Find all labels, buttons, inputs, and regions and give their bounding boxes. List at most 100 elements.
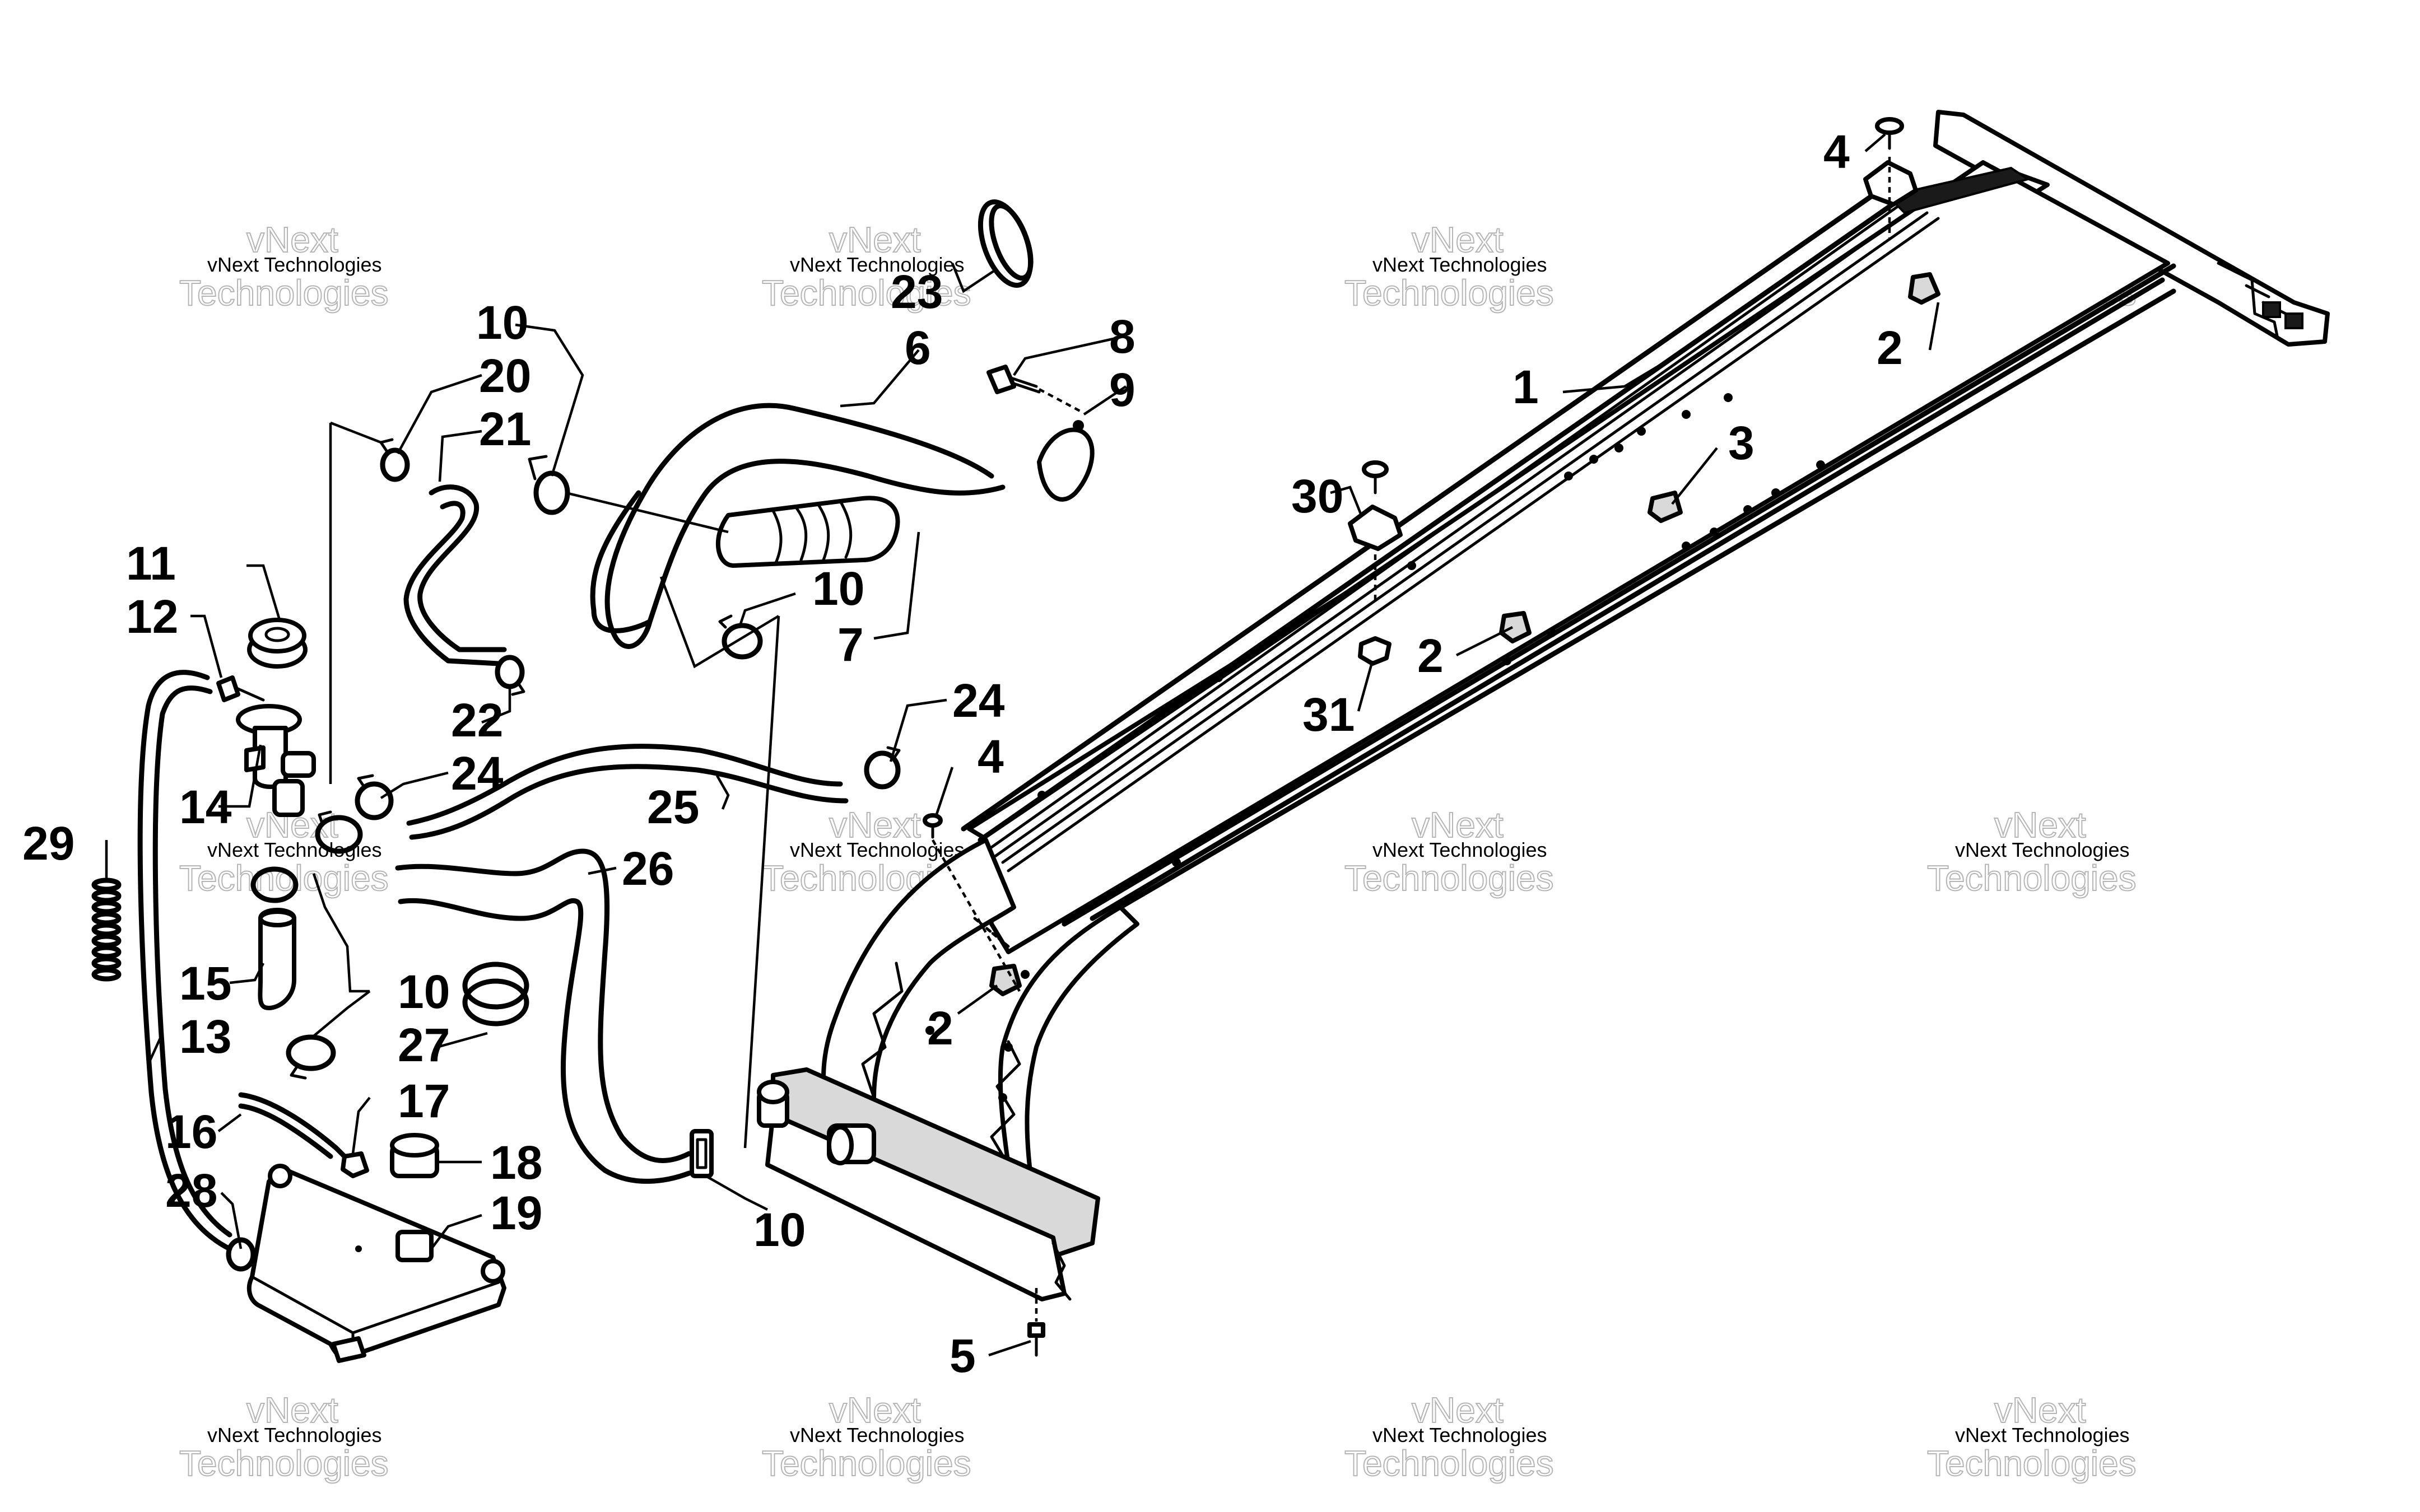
callout-label: 2	[1417, 629, 1444, 682]
callout-label: 14	[179, 781, 232, 833]
watermark-big-bottom: Technologies	[762, 1443, 971, 1483]
callout-label: 27	[398, 1019, 450, 1071]
hose-clamp-23	[978, 199, 1034, 288]
callout-label: 10	[398, 965, 450, 1018]
watermark-7: vNext Technologies vNext Technologies	[1344, 804, 1555, 899]
callout-label: 31	[1302, 688, 1355, 741]
rail-top-edge	[961, 182, 1891, 832]
hose-13-inner	[152, 685, 232, 1238]
reservoir-mount	[481, 1259, 505, 1284]
watermark-big-top: vNext	[829, 220, 921, 260]
callout-label: 9	[1109, 363, 1135, 416]
callout-label: 25	[647, 781, 699, 833]
rail-lower-edge-2	[1090, 277, 2165, 921]
callout-label: 29	[22, 817, 75, 870]
callout-label: 11	[126, 537, 176, 590]
outlet-nipple	[757, 1080, 789, 1128]
fitting-17	[341, 1151, 369, 1178]
filler-neck-14	[236, 704, 316, 817]
callout-label: 22	[451, 694, 503, 746]
hose-15-end	[258, 909, 296, 927]
watermark-line: vNext Technologies	[1372, 1424, 1547, 1446]
callout-label: 3	[1728, 417, 1755, 469]
reservoir-19	[246, 1165, 506, 1360]
watermark-big-bottom: Technologies	[1927, 858, 2137, 898]
cap-18	[390, 1133, 439, 1178]
watermark-line: vNext Technologies	[1955, 838, 2130, 861]
watermark-big-top: vNext	[246, 220, 338, 260]
watermark-big-bottom: Technologies	[1927, 1443, 2137, 1483]
callout-label: 12	[126, 590, 178, 643]
cap-11	[247, 618, 308, 669]
clip-2-top	[1908, 272, 1940, 305]
callout-label: 30	[1291, 470, 1343, 522]
watermark-big-bottom: Technologies	[1344, 273, 1554, 313]
hose-16	[238, 1092, 350, 1162]
watermark-line: vNext Technologies	[1372, 253, 1547, 276]
callout-label: 7	[837, 618, 864, 671]
watermark-8: vNext Technologies vNext Technologies	[1926, 804, 2137, 899]
callout-label: 21	[479, 403, 531, 455]
callout-label: 2	[1877, 321, 1903, 374]
clip-2-mid	[1499, 611, 1532, 643]
watermark-big-bottom: Technologies	[179, 273, 389, 313]
callout-label: 8	[1109, 310, 1135, 363]
callout-label: 18	[490, 1136, 542, 1189]
rail-front-plate-teeth	[1051, 1242, 1072, 1301]
rail-top-edge-2	[978, 193, 1907, 843]
bracket-9	[1037, 420, 1095, 502]
callout-label: 24	[952, 674, 1005, 727]
watermark-big-top: vNext	[1412, 805, 1504, 845]
callout-label: 15	[179, 957, 231, 1010]
watermark-line: vNext Technologies	[207, 253, 382, 276]
hose-26	[395, 848, 692, 1163]
watermark-big-top: vNext	[1994, 805, 2086, 845]
callout-label: 10	[476, 296, 528, 349]
rail-bottom-edge	[1118, 288, 2176, 910]
screw-5	[1027, 1288, 1045, 1357]
clamp-27	[462, 962, 529, 1026]
callout-label: 26	[622, 842, 674, 895]
spring-29	[91, 878, 122, 982]
clamp-10-low	[250, 866, 299, 903]
rail-holes	[925, 393, 1825, 1102]
clamp-24-right	[864, 746, 901, 790]
clip-2-front	[989, 964, 1022, 996]
callout-label: 24	[451, 747, 504, 800]
nipple-12	[216, 675, 265, 702]
hose-21-inner	[403, 501, 501, 666]
clamp-10-right	[690, 1129, 714, 1178]
watermark-big-top: vNext	[829, 1390, 921, 1430]
sleeve-7	[715, 496, 900, 568]
lower-hoses	[395, 744, 901, 1184]
hose-26-inner	[398, 898, 692, 1184]
callout-label: 19	[490, 1187, 542, 1239]
hose-6	[604, 403, 1006, 649]
watermark-big-bottom: Technologies	[1344, 1443, 1554, 1483]
screw-30	[1348, 460, 1403, 605]
watermark-big-top: vNext	[246, 1390, 338, 1430]
watermark-9: vNext Technologies vNext Technologies	[179, 1389, 389, 1484]
clamp-10-bottom	[286, 1034, 336, 1080]
callout-label: 2	[927, 1002, 953, 1054]
watermark-line: vNext Technologies	[1372, 838, 1547, 861]
watermark-5: vNext Technologies vNext Technologies	[179, 804, 389, 899]
rail-end-slot	[2262, 301, 2281, 318]
callout-label: 20	[479, 349, 531, 402]
reservoir-mount	[268, 1164, 292, 1188]
watermark-big-top: vNext	[829, 805, 921, 845]
bolt-8	[986, 365, 1082, 413]
watermark-big-bottom: Technologies	[762, 273, 971, 313]
rail-fin-dark-strip	[1886, 166, 2031, 214]
screw-4-top	[1863, 117, 1918, 238]
watermark-line: vNext Technologies	[790, 253, 965, 276]
watermark-layer: vNext Technologies vNext Technologies vN…	[179, 219, 2137, 1484]
reservoir-foot	[331, 1336, 366, 1363]
watermark-line: vNext Technologies	[1955, 1424, 2130, 1446]
watermark-10: vNext Technologies vNext Technologies	[761, 1389, 972, 1484]
watermark-12: vNext Technologies vNext Technologies	[1926, 1389, 2137, 1484]
callout-label: 5	[950, 1329, 976, 1382]
rail-lower-edge	[1062, 263, 2176, 927]
watermark-1: vNext Technologies vNext Technologies	[179, 219, 389, 314]
watermark-3: vNext Technologies vNext Technologies	[1344, 219, 1555, 314]
